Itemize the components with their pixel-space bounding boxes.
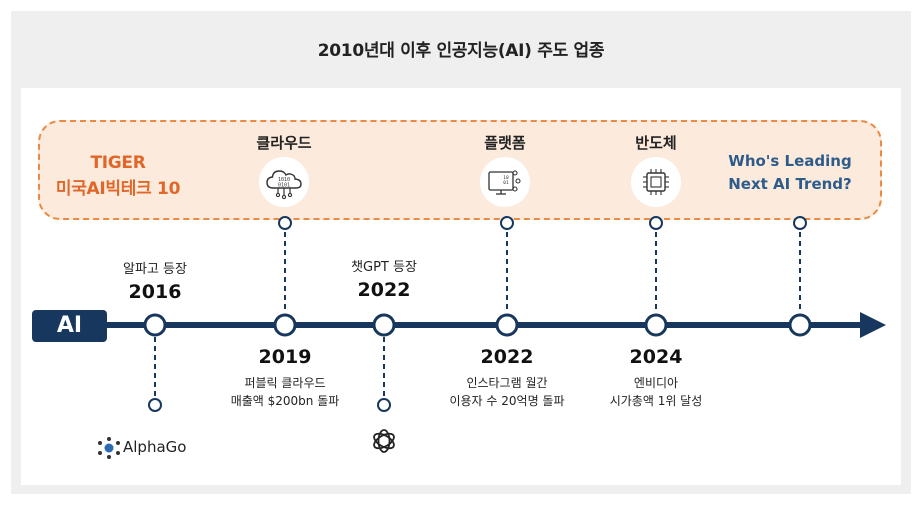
ai-axis-badge: AI (32, 310, 107, 342)
sector-label-cloud: 클라우드 (256, 134, 312, 152)
timeline-arrowhead (860, 312, 886, 338)
node-top-platform (500, 216, 514, 230)
event-cloud-year: 2019 (258, 346, 312, 368)
fund-name-line2: 미국AI빅테크 10 (55, 179, 181, 199)
svg-text:0101: 0101 (278, 183, 290, 189)
timeline-node-2022-chatgpt (372, 313, 396, 337)
event-cloud-desc-line2: 매출액 $200bn 돌파 (230, 394, 340, 408)
alphago-logo-text: AlphaGo (123, 438, 187, 456)
svg-text:10: 10 (503, 175, 509, 181)
timeline-node-next (788, 313, 812, 337)
timeline-node-2016 (143, 313, 167, 337)
timeline-node-2019 (273, 313, 297, 337)
node-top-cloud (278, 216, 292, 230)
node-top-semiconductor (649, 216, 663, 230)
alphago-logo-icon (98, 437, 120, 459)
page-title: 2010년대 이후 인공지능(AI) 주도 업종 (317, 41, 605, 61)
event-chatgpt-label: 챗GPT 등장 (351, 260, 417, 275)
node-bottom-alphago (148, 398, 162, 412)
timeline-node-2022-instagram (495, 313, 519, 337)
fund-name-line1: TIGER (90, 153, 146, 173)
event-alphago-year: 2016 (128, 281, 182, 303)
timeline-node-2024 (644, 313, 668, 337)
next-trend-line2: Next AI Trend? (728, 175, 852, 193)
next-trend-text: Who's Leading Next AI Trend? (700, 150, 880, 196)
event-instagram-desc: 인스타그램 월간 이용자 수 20억명 돌파 (417, 374, 597, 410)
event-instagram-desc-line1: 인스타그램 월간 (466, 376, 548, 390)
sector-label-semiconductor: 반도체 (635, 134, 677, 152)
svg-text:1010: 1010 (278, 177, 290, 183)
node-top-next-trend (793, 216, 807, 230)
event-instagram-desc-line2: 이용자 수 20억명 돌파 (449, 394, 565, 408)
next-trend-line1: Who's Leading (728, 152, 852, 170)
event-chatgpt-year: 2022 (357, 279, 411, 301)
fund-name: TIGER 미국AI빅테크 10 (38, 150, 198, 202)
monitor-network-icon: 10 01 (480, 157, 530, 207)
node-bottom-chatgpt (377, 398, 391, 412)
event-cloud-desc: 퍼블릭 클라우드 매출액 $200bn 돌파 (195, 374, 375, 410)
chip-icon (631, 157, 681, 207)
event-nvidia-desc-line1: 엔비디아 (633, 376, 679, 390)
sector-highlight-box (38, 120, 882, 220)
openai-logo-icon (373, 429, 395, 453)
event-nvidia-year: 2024 (629, 346, 683, 368)
event-alphago-label: 알파고 등장 (123, 262, 187, 277)
svg-text:01: 01 (503, 180, 509, 186)
event-cloud-desc-line1: 퍼블릭 클라우드 (244, 376, 326, 390)
event-nvidia-desc: 엔비디아 시가총액 1위 달성 (566, 374, 746, 410)
event-instagram-year: 2022 (480, 346, 534, 368)
cloud-data-icon: 1010 0101 (259, 157, 309, 207)
event-nvidia-desc-line2: 시가총액 1위 달성 (609, 394, 703, 408)
sector-label-platform: 플랫폼 (484, 134, 526, 152)
